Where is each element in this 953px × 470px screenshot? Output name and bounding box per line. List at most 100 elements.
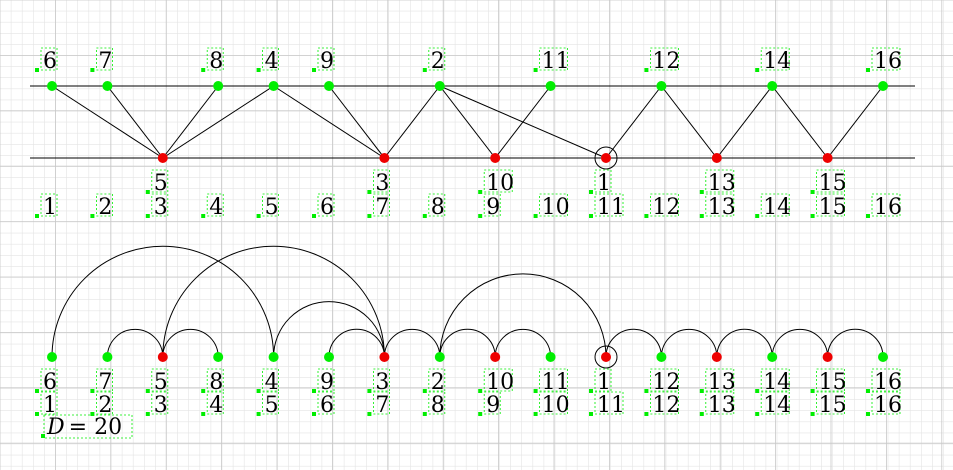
label-box	[151, 391, 169, 415]
label-anchor-marker	[699, 214, 704, 218]
label-anchor-marker	[422, 389, 427, 393]
lower-node	[601, 153, 611, 163]
label-box	[262, 47, 280, 71]
label-box	[871, 368, 901, 392]
label-box	[760, 193, 790, 217]
label-anchor-marker	[422, 412, 427, 416]
label-box	[539, 391, 568, 415]
arc-index-label: 11	[597, 393, 625, 418]
label-box	[428, 193, 446, 217]
arc-node-label: 15	[819, 370, 847, 395]
graph-edge	[384, 85, 441, 159]
arc-node-label: 4	[265, 370, 279, 395]
label-anchor-marker	[312, 214, 316, 218]
label-anchor-marker	[699, 389, 704, 393]
label-anchor-marker	[90, 389, 95, 393]
arc-edge	[605, 328, 662, 358]
label-anchor-marker	[533, 68, 538, 72]
label-anchor-marker	[145, 412, 150, 416]
arc-index-label: 12	[652, 393, 680, 418]
label-box	[816, 193, 845, 217]
arc-node	[656, 352, 667, 362]
arc-node	[822, 352, 833, 362]
label-anchor-marker	[866, 389, 870, 393]
label-box	[262, 368, 280, 392]
graph-edge	[605, 85, 662, 159]
label-anchor-marker	[478, 190, 483, 194]
label-anchor-marker	[866, 68, 870, 72]
upper-node-label: 12	[652, 49, 680, 74]
label-anchor-marker	[755, 412, 760, 416]
label-box	[705, 193, 735, 217]
label-anchor-marker	[478, 389, 483, 393]
label-anchor-marker	[533, 389, 538, 393]
arc-node	[213, 352, 224, 362]
upper-node	[767, 81, 778, 91]
label-box	[483, 368, 513, 392]
arc-edge	[162, 328, 219, 358]
upper-node-label: 6	[43, 49, 57, 74]
index-label: 15	[819, 195, 847, 220]
upper-node	[213, 81, 224, 91]
upper-node	[878, 81, 888, 91]
label-box	[816, 391, 845, 415]
label-anchor-marker	[256, 68, 261, 72]
arc-node-label: 9	[320, 370, 334, 395]
arc-index-label: 13	[708, 393, 736, 418]
label-box	[317, 391, 335, 415]
label-box	[539, 368, 568, 392]
label-anchor-marker	[755, 68, 760, 72]
label-box	[428, 368, 446, 392]
label-anchor-marker	[201, 214, 206, 218]
highlight-ring	[594, 345, 618, 369]
label-anchor-marker	[35, 389, 39, 393]
label-box	[650, 193, 679, 217]
label-box	[40, 391, 58, 415]
label-box	[428, 47, 446, 71]
label-box	[206, 368, 224, 392]
graph-edge	[162, 85, 219, 159]
index-label: 3	[154, 195, 168, 220]
graph-edge	[771, 85, 828, 159]
label-box	[539, 47, 568, 71]
label-anchor-marker	[35, 68, 39, 72]
label-box	[40, 368, 58, 392]
graph-edge	[827, 85, 884, 159]
arc-node	[157, 352, 168, 362]
label-anchor-marker	[90, 68, 95, 72]
index-label: 13	[708, 195, 736, 220]
lower-node	[822, 153, 833, 163]
lower-node-label: 3	[375, 171, 389, 196]
label-box	[650, 391, 679, 415]
arc-edge	[51, 245, 275, 358]
label-anchor-marker	[810, 214, 815, 218]
index-label: 7	[375, 195, 389, 220]
label-box	[816, 169, 845, 193]
label-box	[40, 47, 58, 71]
upper-node-label: 16	[874, 49, 902, 74]
arc-index-label: 5	[265, 393, 279, 418]
lower-node-label: 5	[154, 171, 168, 196]
label-box	[206, 391, 224, 415]
label-anchor-marker	[866, 214, 870, 218]
index-label: 12	[652, 195, 680, 220]
graph-edge	[494, 85, 551, 159]
label-box	[760, 47, 790, 71]
label-box	[96, 193, 113, 217]
label-box	[151, 169, 169, 193]
label-anchor-marker	[256, 214, 261, 218]
label-anchor-marker	[41, 434, 45, 438]
upper-node-label: 14	[763, 49, 791, 74]
upper-node-label: 4	[265, 49, 279, 74]
label-anchor-marker	[589, 389, 593, 393]
label-anchor-marker	[755, 214, 760, 218]
upper-node-label: 9	[320, 49, 334, 74]
arc-index-label: 7	[375, 393, 389, 418]
arc-edge	[106, 328, 164, 358]
arc-index-label: 1	[43, 393, 57, 418]
graph-edge	[107, 85, 164, 159]
label-box	[206, 193, 224, 217]
